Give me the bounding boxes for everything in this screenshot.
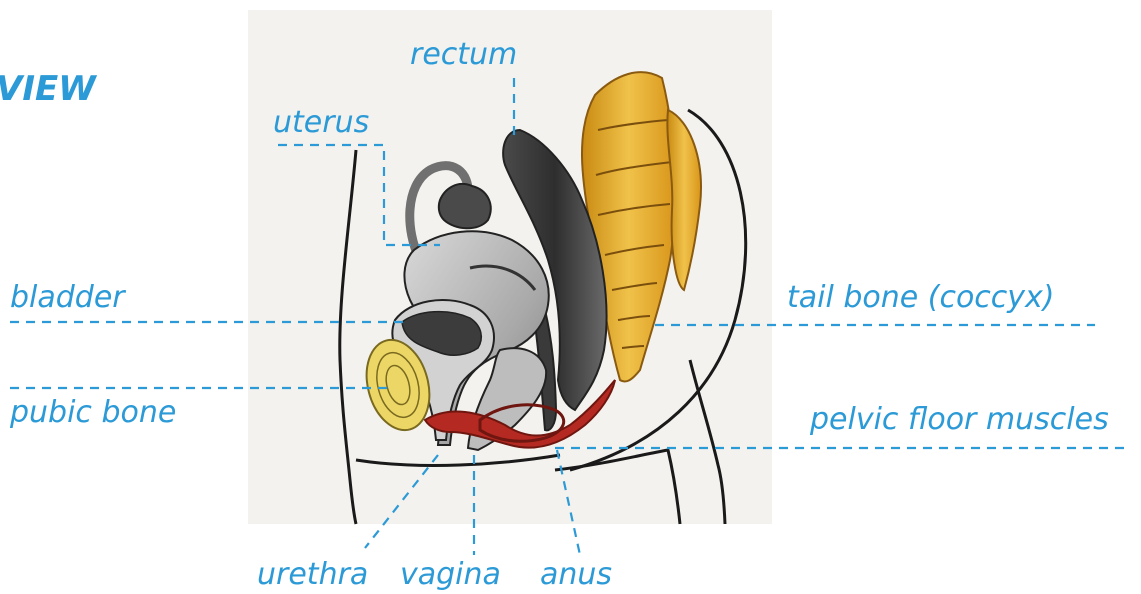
label-vagina: vagina: [400, 560, 501, 590]
label-pubic-bone: pubic bone: [10, 398, 176, 428]
label-pelvic-floor: pelvic floor muscles: [810, 405, 1109, 435]
label-anus: anus: [540, 560, 612, 590]
label-bladder: bladder: [10, 283, 125, 313]
leader-urethra: [365, 455, 438, 548]
leader-anus: [557, 450, 580, 555]
label-uterus: uterus: [273, 108, 369, 138]
leader-uterus: [278, 145, 440, 245]
label-tail-bone: tail bone (coccyx): [787, 283, 1055, 313]
view-heading: VIEW: [0, 72, 96, 106]
label-urethra: urethra: [257, 560, 368, 590]
label-rectum: rectum: [410, 40, 517, 70]
